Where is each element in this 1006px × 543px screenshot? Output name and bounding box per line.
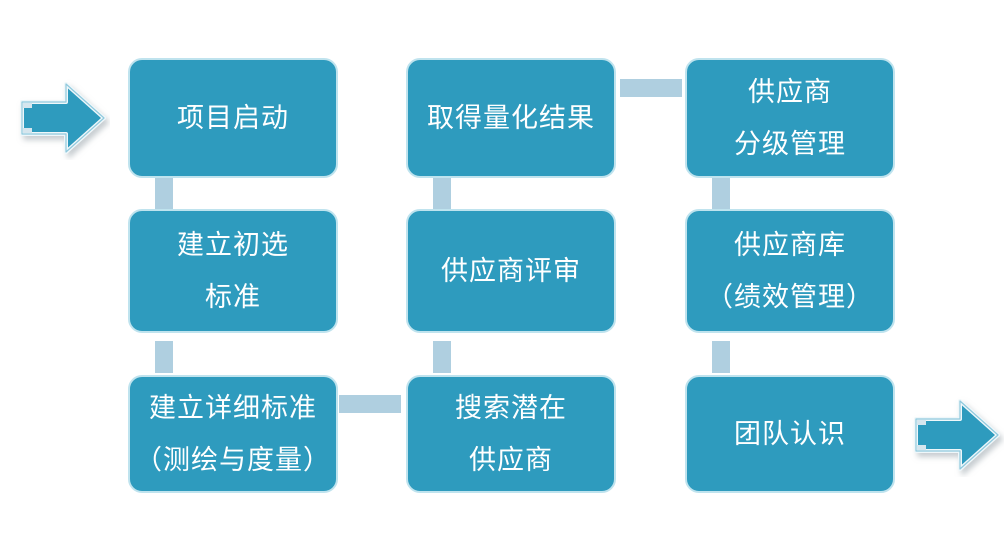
node-line-2: 分级管理 — [734, 129, 846, 159]
process-node-supplier-tiering[interactable]: 供应商 分级管理 — [685, 58, 895, 178]
node-line-1: 项目启动 — [177, 102, 289, 133]
connector-n8-n5 — [433, 341, 451, 373]
node-line-1: 供应商库 — [734, 229, 846, 260]
connector-n5-n2 — [433, 178, 451, 210]
node-line-1: 团队认识 — [734, 418, 846, 449]
process-node-detailed-criteria[interactable]: 建立详细标准 （测绘与度量） — [128, 375, 338, 493]
connector-n7-n8 — [339, 395, 401, 413]
node-line-2: 标准 — [205, 282, 261, 312]
process-entry-arrow-icon — [14, 76, 110, 160]
node-line-1: 搜索潜在 — [455, 392, 567, 423]
process-node-supplier-database[interactable]: 供应商库 （绩效管理） — [685, 209, 895, 333]
process-node-team-awareness[interactable]: 团队认识 — [685, 375, 895, 493]
process-node-initial-criteria[interactable]: 建立初选 标准 — [128, 209, 338, 333]
process-node-project-kickoff[interactable]: 项目启动 — [128, 58, 338, 178]
node-line-1: 建立详细标准 — [149, 392, 317, 423]
process-exit-arrow-icon — [908, 393, 1004, 477]
node-line-2: 供应商 — [469, 445, 553, 475]
node-line-1: 建立初选 — [177, 229, 289, 260]
connector-n3-n6 — [712, 178, 730, 210]
connector-n6-n9 — [712, 341, 730, 373]
node-line-1: 取得量化结果 — [427, 102, 595, 133]
connector-n1-n4 — [155, 178, 173, 210]
node-line-2: （测绘与度量） — [135, 445, 331, 475]
process-node-supplier-review[interactable]: 供应商评审 — [406, 209, 616, 333]
node-line-1: 供应商 — [748, 76, 832, 107]
process-node-search-potential-suppliers[interactable]: 搜索潜在 供应商 — [406, 375, 616, 493]
connector-n4-n7 — [155, 341, 173, 373]
connector-n2-n3 — [620, 79, 682, 97]
process-node-quantified-results[interactable]: 取得量化结果 — [406, 58, 616, 178]
node-line-1: 供应商评审 — [441, 255, 581, 286]
node-line-2: （绩效管理） — [706, 282, 874, 312]
